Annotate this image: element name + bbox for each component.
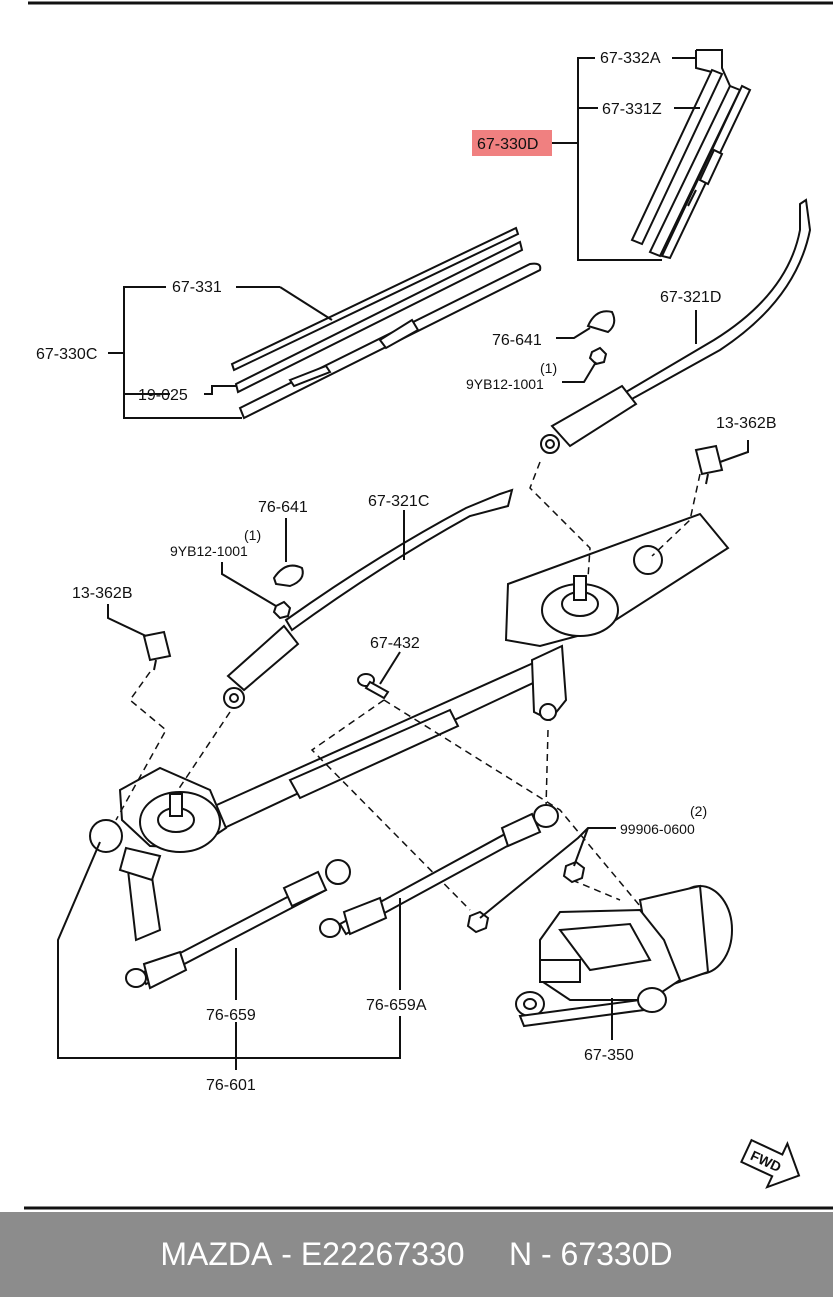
label-67-321C[interactable]: 67-321C [368,493,429,510]
label-99906-0600[interactable]: 99906-0600 [620,821,695,837]
nut-99906-0600-b [466,910,490,934]
bracket-76-601 [57,841,401,1070]
leader-67-331-b [279,286,333,321]
assembly-dashed-lines [115,461,701,911]
wiper-arm-67-321C [223,488,514,709]
leader-76-641-right [556,327,591,339]
footer-brand: MAZDA [160,1236,273,1272]
label-76-641-left[interactable]: 76-641 [258,499,308,516]
bolt-13-362B-right [694,444,724,485]
label-9YB12-1001-right[interactable]: 9YB12-1001 [466,376,544,392]
label-67-332A[interactable]: 67-332A [600,50,661,67]
label-67-330C[interactable]: 67-330C [36,346,97,363]
nut-9YB12-right [588,346,608,366]
footer-part-number: E22267330 [300,1236,465,1272]
nut-9YB12-left [272,600,292,620]
leader-99906-0600 [479,827,616,919]
label-13-362B-right[interactable]: 13-362B [716,415,777,432]
label-76-601[interactable]: 76-601 [206,1077,256,1094]
leader-9YB12-right [562,361,597,383]
footer-gap [465,1236,509,1273]
label-19-025[interactable]: 19-025 [138,387,188,404]
label-qty-1-right: (1) [540,360,557,376]
label-13-362B-left[interactable]: 13-362B [72,585,133,602]
footer-separator-2: - [532,1236,561,1272]
link-rod-76-659A [319,804,559,938]
bolt-13-362B-left [142,630,172,671]
wiper-blade-67-330D [630,68,752,260]
footer-separator-1: - [272,1236,301,1272]
label-76-659[interactable]: 76-659 [206,1007,256,1024]
leader-13-362B-left [107,604,147,637]
footer-n-label: N [508,1236,533,1272]
fwd-arrow-icon: FWD [740,1138,801,1189]
leader-67-332A-box [695,49,731,87]
label-67-432[interactable]: 67-432 [370,635,420,652]
footer-n-code: 67330D [560,1236,673,1272]
wiper-arm-67-321D [540,198,812,454]
link-rod-76-659 [125,859,351,990]
label-qty-1-left: (1) [244,527,261,543]
label-67-331[interactable]: 67-331 [172,279,222,296]
label-76-659A[interactable]: 76-659A [366,997,427,1014]
wiper-motor-67-350 [515,884,733,1028]
label-76-641-right[interactable]: 76-641 [492,332,542,349]
part-labels: 67-332A 67-331Z 67-330D 67-331 67-330C 1… [36,50,777,1094]
arm-cap-76-641-left [272,564,304,588]
label-67-321D[interactable]: 67-321D [660,289,721,306]
arm-cap-76-641-right [586,310,616,334]
label-9YB12-1001-left[interactable]: 9YB12-1001 [170,543,248,559]
highlight-67-330D [472,130,552,156]
wiper-blade-67-330C [230,226,542,420]
wiper-parts-diagram: FWD 67-332A 67-331Z 67-330D 67-331 67-33… [24,1,833,1210]
label-67-350[interactable]: 67-350 [584,1047,634,1064]
label-67-330D[interactable]: 67-330D [477,136,538,153]
label-qty-2: (2) [690,803,707,819]
leader-9YB12-left [221,562,277,607]
part-number-footer: MAZDA - E22267330 N - 67330D [0,1212,833,1297]
label-67-331Z[interactable]: 67-331Z [602,101,662,118]
leader-19-025 [124,385,236,395]
wiper-linkage-frame [89,512,730,942]
bracket-67-330D [577,57,662,261]
screw-67-432 [357,673,390,700]
leader-13-362B-right [719,440,749,463]
leader-67-432 [379,651,401,685]
